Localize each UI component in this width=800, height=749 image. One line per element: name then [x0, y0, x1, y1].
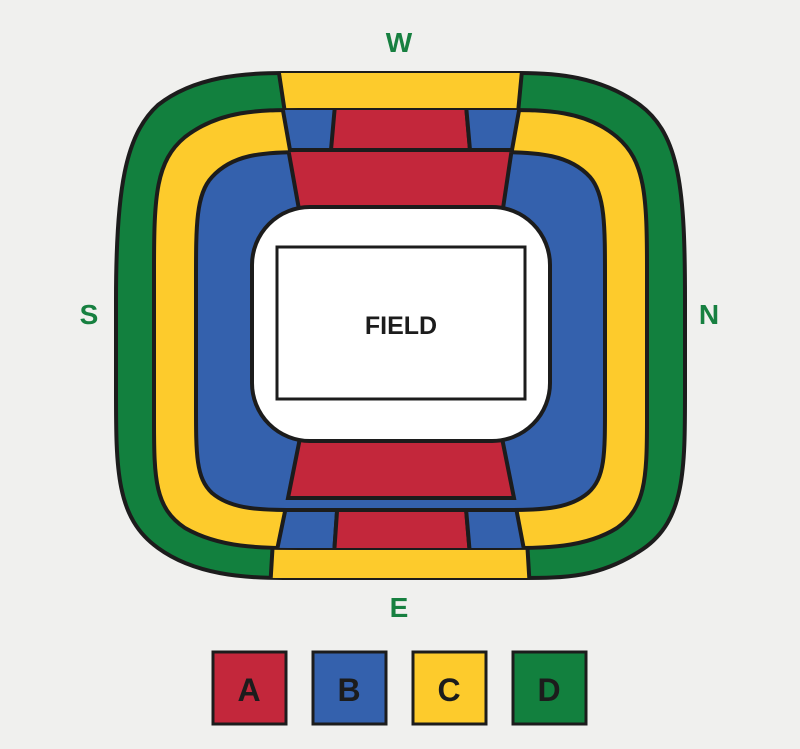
section-a-east-inner[interactable] [285, 436, 517, 500]
compass-north-label: N [699, 299, 719, 330]
legend: A B C D [211, 650, 588, 726]
field-label: FIELD [365, 312, 437, 340]
section-c-west-outer[interactable] [274, 60, 526, 115]
legend-item-c[interactable]: C [411, 650, 488, 726]
section-a-west-inner[interactable] [285, 148, 515, 217]
legend-item-d[interactable]: D [511, 650, 588, 726]
field [275, 245, 527, 401]
section-b-west-right[interactable] [463, 105, 523, 152]
legend-label-b: B [337, 672, 360, 708]
compass-south-label: S [80, 299, 99, 330]
legend-label-a: A [237, 672, 260, 708]
compass-west-label: W [386, 27, 413, 58]
legend-label-d: D [537, 672, 560, 708]
legend-item-a[interactable]: A [211, 650, 288, 726]
section-a-west-outer[interactable] [328, 105, 473, 152]
compass-east-label: E [390, 592, 409, 623]
legend-item-b[interactable]: B [311, 650, 388, 726]
section-b-west-left[interactable] [279, 105, 337, 152]
legend-label-c: C [437, 672, 460, 708]
